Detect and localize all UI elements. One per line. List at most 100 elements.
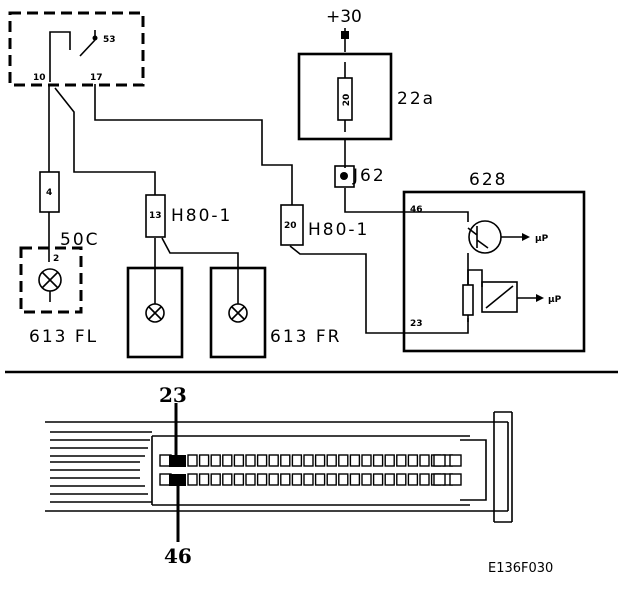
- ecu-pin-bottom: [419, 473, 430, 486]
- fuse-4-label: 4: [46, 188, 52, 198]
- ecu-pin-bottom: [407, 473, 419, 486]
- output-top-label: µP: [535, 234, 549, 244]
- ecu-pin-end-cap: [449, 454, 462, 467]
- fuse-4: 4: [39, 171, 60, 213]
- ecu-pin-top: [233, 454, 245, 467]
- connector-h80-left: 13 H80-1: [145, 194, 232, 238]
- ecu-connector-hood: [460, 439, 487, 501]
- ecu-pin-top: [314, 454, 326, 467]
- transistor-leads: [467, 226, 522, 249]
- control-unit-pin-46: 46: [410, 205, 423, 215]
- relay-contact-switch: [79, 39, 96, 57]
- supply-terminal: [341, 31, 349, 39]
- h80-left-pin: 13: [149, 211, 162, 221]
- ecu-pin-bottom: [384, 473, 395, 486]
- ecu-pin-23-label: 23: [159, 383, 187, 407]
- ecu-pin-top: [291, 454, 303, 467]
- ecu-pin-top: [256, 454, 268, 467]
- ecu-pin-top: [372, 454, 384, 467]
- ecu-pin-bottom: [396, 473, 407, 486]
- ecu-pin-bottom: [256, 473, 268, 486]
- lamp-50c-pin-label: 2: [53, 254, 59, 264]
- lamp-fl-filament: [148, 306, 162, 320]
- control-unit-628: 628 46 23 µP µP: [402, 170, 586, 353]
- ecu-pin-top: [349, 454, 361, 467]
- ecu-pin-23: [169, 455, 186, 467]
- control-unit-pin-23: 23: [410, 319, 423, 329]
- lamp-group-fl: 613 FL: [29, 266, 184, 359]
- h80-right-body: [280, 204, 304, 246]
- ecu-pin-end-cap: [433, 454, 446, 467]
- adc-output-arrow: [536, 294, 544, 302]
- connector-h80-right: 20 H80-1: [280, 204, 369, 246]
- ecu-connector-outline: [45, 421, 509, 512]
- ecu-pin-end-cap: [449, 473, 462, 486]
- ecu-pin-bottom: [187, 473, 198, 486]
- ecu-pin-bottom: [326, 473, 337, 486]
- ecu-connector: 23 46: [45, 383, 513, 568]
- sense-resistor: [462, 284, 474, 316]
- j62-label: J62: [352, 166, 386, 186]
- wire-relay-to-h80-right: [94, 84, 293, 205]
- lamp-50c-filament: [41, 271, 59, 289]
- ecu-pin-bottom: [338, 473, 349, 486]
- ecu-pin-bottom: [210, 473, 221, 486]
- relay: 53 10 17: [8, 11, 145, 87]
- adc-input-wire: [467, 269, 483, 287]
- ecu-pin-top: [303, 454, 314, 467]
- supply: +30: [326, 7, 362, 39]
- figure-code: E136F030: [488, 561, 553, 576]
- ecu-pin-bottom: [245, 473, 256, 486]
- lamp-50c-label: 50C: [60, 230, 100, 250]
- output-bottom-label: µP: [548, 295, 562, 305]
- adc-block-icon: [481, 281, 518, 313]
- relay-pin-17-label: 17: [90, 73, 103, 83]
- transistor-icon: [468, 220, 502, 254]
- fuse-box-label: 22a: [397, 89, 435, 109]
- fuse-box-housing: [297, 52, 393, 141]
- ecu-pin-top: [407, 454, 419, 467]
- relay-pin-10-label: 10: [33, 73, 46, 83]
- ecu-pin-top: [384, 454, 395, 467]
- ecu-cable-bundle: [50, 431, 152, 503]
- ecu-pin-bottom: [314, 473, 326, 486]
- relay-contact-point: [92, 35, 98, 41]
- fuse-box-22a: 20 22a: [297, 52, 435, 141]
- ecu-pin-top: [245, 454, 256, 467]
- ecu-pin-bottom: [280, 473, 291, 486]
- wiring: [48, 28, 469, 334]
- lamp-fr-filament: [231, 306, 245, 320]
- ecu-pin-top: [210, 454, 221, 467]
- wire-relay-to-h80-left: [54, 87, 156, 195]
- ecu-pin-field-frame: [151, 435, 470, 506]
- ecu-pin-end-cap: [433, 473, 446, 486]
- ecu-pin-row-top: [159, 454, 462, 467]
- ecu-pin-top: [268, 454, 279, 467]
- ecu-pin-bottom: [268, 473, 279, 486]
- h80-left-label: H80-1: [171, 206, 232, 226]
- h80-right-label: H80-1: [308, 220, 369, 240]
- relay-pin-53-label: 53: [103, 35, 116, 45]
- control-unit-housing: [402, 190, 586, 353]
- ecu-pin-row-bottom: [159, 473, 462, 486]
- ecu-pin-46: [169, 474, 186, 486]
- fuse-20-label: 20: [342, 94, 352, 107]
- ecu-pin-bottom: [361, 473, 372, 486]
- ecu-pin-bottom: [233, 473, 245, 486]
- relay-housing: [8, 11, 145, 87]
- ecu-pin-top: [187, 454, 198, 467]
- wire-h80-left-to-lamp-2: [161, 237, 239, 268]
- j62-pin: [340, 172, 348, 180]
- control-unit-label: 628: [469, 170, 507, 190]
- h80-right-pin: 20: [284, 221, 297, 231]
- connector-j62: J62: [334, 165, 386, 188]
- wire-h80-right-to-pin-23: [289, 245, 469, 334]
- ecu-pin-bottom: [349, 473, 361, 486]
- lamp-group-fl-label: 613 FL: [29, 327, 98, 347]
- ecu-pin-top: [338, 454, 349, 467]
- ecu-pin-top: [198, 454, 210, 467]
- wire-j62-to-pin-46: [344, 188, 469, 222]
- ecu-pin-top: [222, 454, 233, 467]
- adc-diagonal: [485, 285, 514, 309]
